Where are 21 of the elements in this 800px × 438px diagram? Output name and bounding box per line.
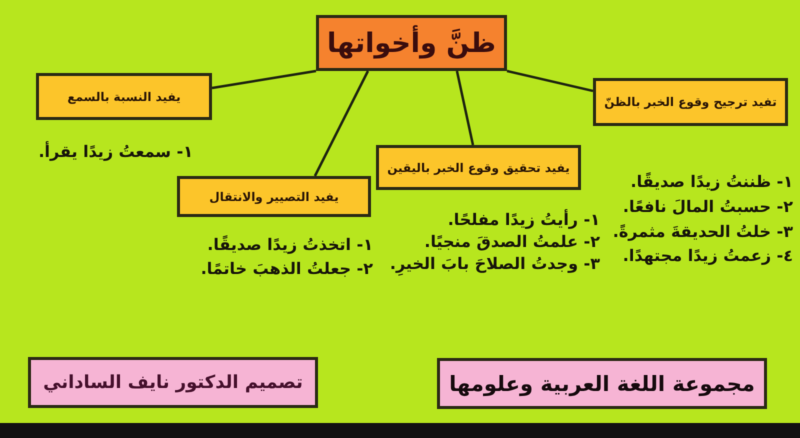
caption-box: تصميم الدكتور نايف الساداني [28,357,318,408]
example-sentence: ٣- خلتُ الحديقةَ مثمرةً. [612,221,793,243]
example-sentence: ٣- وجدتُ الصلاحَ بابَ الخيرِ. [390,252,600,276]
example-sentence: ١- ظننتُ زيدًا صديقًا. [630,171,793,193]
category-box: يفيد النسبة بالسمع [36,73,212,120]
example-sentence: ٢- حسبتُ المالَ نافعًا. [622,196,793,218]
example-sentence: ٤- زعمتُ زيدًا مجتهدًا. [622,245,793,267]
connector-line [506,70,594,92]
category-box: يفيد التصيير والانتقال [177,176,371,217]
category-box: يفيد تحقيق وقوع الخبر باليقين [376,145,581,190]
connector-line [314,70,370,177]
connector-line [212,70,316,90]
example-sentence: ١- رأيتُ زيدًا مفلحًا. [448,208,600,231]
category-box: تفيد ترجيح وقوع الخبر بالظنّ [593,78,788,126]
caption-box: مجموعة اللغة العربية وعلومها [437,358,767,409]
example-sentence: ٢- علمتُ الصدقَ منجيًا. [424,231,600,253]
connector-line [456,70,474,146]
title-box: ظنَّ وأخواتها [316,15,507,71]
example-sentence: ٢- جعلتُ الذهبَ خاتمًا. [200,258,373,280]
example-sentence: ١- سمعتُ زيدًا يقرأ. [38,140,193,163]
example-sentence: ١- اتخذتُ زيدًا صديقًا. [207,234,373,256]
